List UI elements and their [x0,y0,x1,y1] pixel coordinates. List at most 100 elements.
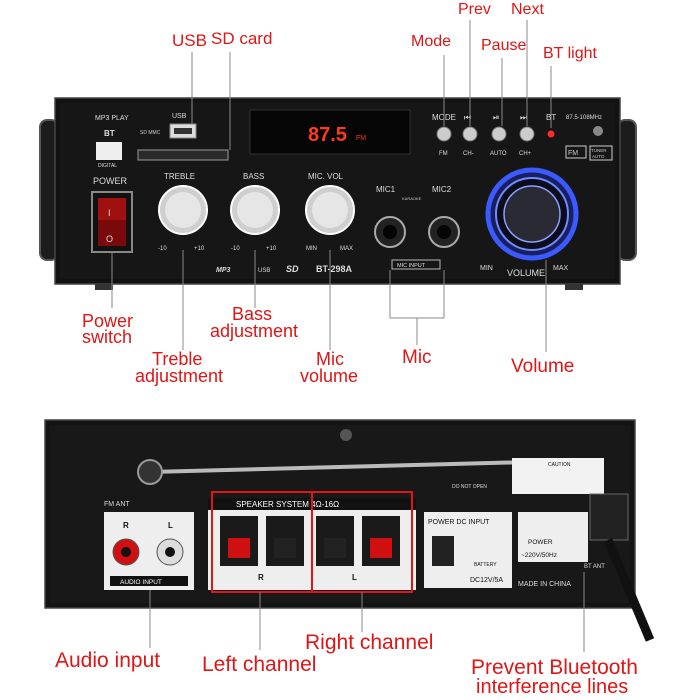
mic-input-label: MIC INPUT [397,263,426,269]
ac-power-panel [518,512,588,562]
ac-power-label: POWER [528,539,553,546]
callout-mic-volume-line2: volume [300,366,359,386]
mic-vol-max-label: MAX [340,246,353,252]
karaoke-label: KARAOKE [402,196,422,201]
power-label: POWER [93,176,128,186]
dc-jack[interactable] [432,536,454,566]
speaker-system-label: SPEAKER SYSTEM 4Ω-16Ω [236,500,339,509]
callout-bass-line2: adjustment [210,321,299,341]
callout-prev: Prev [458,1,491,18]
mic1-label: MIC1 [376,185,396,194]
display-unit: FM [356,135,366,142]
next-icon: ⏭ [520,113,527,122]
callout-volume: Volume [511,356,575,377]
callout-bass-line1: Bass [232,304,273,324]
speaker-r-label: R [258,573,264,582]
callout-pause: Pause [481,37,527,54]
tuner-auto-badge [589,145,613,161]
callout-treble-line2: adjustment [135,366,224,386]
callout-mic-volume-line1: Mic [316,349,344,369]
pause-button[interactable] [491,126,507,142]
display-frequency: 87.5 [308,124,347,146]
sd-card-slot[interactable] [137,149,229,161]
pause-icon: ⏯ [493,113,499,122]
sd-logo: SD [286,264,299,274]
callout-next: Next [511,1,544,18]
callout-mode: Mode [411,33,452,50]
mp3-play-label: MP3 PLAY [95,115,129,122]
caution-label: CAUTION [548,462,571,468]
top-screw [340,429,352,441]
bass-max-label: +10 [266,246,277,252]
callout-prevent-bt-line2: interference lines [476,676,629,698]
usb-panel-label: USB [172,113,187,120]
sd-mmc-label: SD MMC [140,130,161,136]
fm-logo [565,145,587,159]
callout-mic: Mic [402,347,432,368]
callout-power-switch-line1: Power [82,311,134,331]
ac-rating-label: ~220V/50Hz [521,552,557,559]
treble-min-label: -10 [158,246,167,252]
callout-treble-line1: Treble [152,349,203,369]
mic-input-badge [391,259,441,270]
fm-logo-text: FM [568,150,578,157]
callout-audio-input: Audio input [55,649,161,672]
ch-plus-label: CH+ [519,151,532,157]
mode-button[interactable] [436,126,452,142]
prev-icon: ⏮ [464,113,471,122]
rca-l-label: L [168,521,173,530]
digital-label: DIGITAL [98,163,117,169]
volume-panel-label: VOLUME [507,268,545,278]
right-negative-terminal[interactable] [274,538,296,558]
volume-knob[interactable] [503,185,561,243]
fm-sub-label: FM [439,151,448,157]
caution-sticker [512,458,604,494]
callout-bt-light: BT light [543,45,597,62]
left-positive-terminal[interactable] [370,538,392,558]
bt-light [547,130,555,138]
audio-input-panel-label: AUDIO INPUT [120,579,162,586]
fm-display [249,109,411,155]
treble-max-label: +10 [194,246,205,252]
made-in-china-label: MADE IN CHINA [518,581,571,588]
volume-max-label: MAX [553,265,569,272]
callout-right-channel: Right channel [305,631,434,654]
usb-logo: USB [258,268,270,274]
tuner-auto-label: AUTO [592,154,605,159]
speaker-l-label: L [352,573,357,582]
dc-rating-label: DC12V/5A [470,577,503,584]
left-negative-terminal[interactable] [324,538,346,558]
bass-min-label: -10 [231,246,240,252]
fm-range-label: 87.5-108MHz [566,115,602,121]
digital-logo [96,142,122,160]
prev-button[interactable] [462,126,478,142]
battery-label: BATTERY [474,562,497,568]
mp3-logo: MP3 [216,267,231,274]
mic2-label: MIC2 [432,185,452,194]
bass-label: BASS [243,172,264,181]
model-label: BT-298A [316,264,353,274]
speaker-terminals [220,516,400,566]
do-not-open-label: DO NOT OPEN [452,484,487,490]
mic-vol-label: MIC. VOL [308,172,344,181]
bt-ant-label: BT ANT [584,564,605,570]
svg-text:O: O [106,234,113,244]
tuner-label: TUNER [591,148,607,153]
power-cord [603,538,655,642]
tuner-knob[interactable] [593,126,603,136]
leader-lines [111,20,585,652]
treble-label: TREBLE [164,172,195,181]
fm-ant-label: FM ANT [104,501,130,508]
callout-sd-card: SD card [211,29,273,48]
power-dc-label: POWER DC INPUT [428,519,490,526]
next-button[interactable] [519,126,535,142]
right-positive-terminal[interactable] [228,538,250,558]
ch-minus-label: CH- [463,151,474,157]
callout-usb: USB [172,31,207,50]
svg-text:I: I [108,208,111,218]
auto-label: AUTO [490,151,507,157]
bt-label: BT [104,129,115,138]
fm-antenna [149,460,531,474]
ac-power-socket[interactable] [589,493,629,541]
